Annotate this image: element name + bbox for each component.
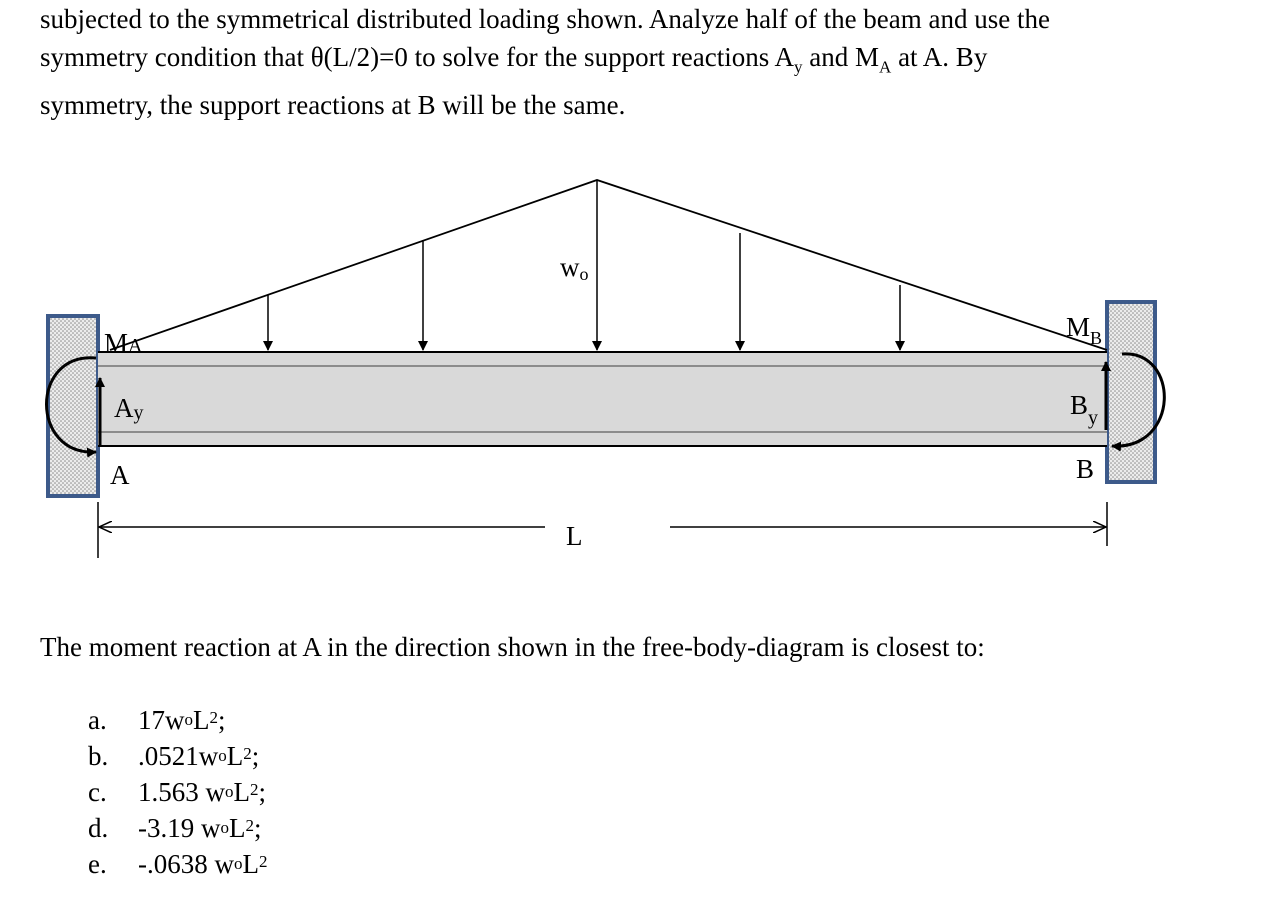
statement-line-1: subjected to the symmetrical distributed…	[40, 4, 1050, 34]
right-wall-support	[1105, 300, 1157, 484]
reaction-by-label: By	[1070, 390, 1098, 429]
moment-b-arc	[1111, 352, 1166, 452]
load-arrows	[263, 180, 905, 351]
reaction-ay-label: Ay	[114, 393, 144, 424]
load-intensity-label: wo	[560, 252, 589, 284]
point-b-label: B	[1076, 454, 1094, 484]
span-label: L	[566, 521, 583, 551]
moment-b-label: MB	[1066, 312, 1102, 348]
span-dimension	[97, 502, 1108, 558]
left-wall-support	[46, 314, 100, 498]
moment-a-label: MA	[104, 328, 143, 358]
point-a-label: A	[110, 460, 130, 490]
beam	[98, 351, 1107, 447]
moment-a-arc	[45, 356, 97, 458]
free-body-diagram: wo MA MB Ay By A B L	[45, 179, 1166, 558]
question-text: The moment reaction at A in the directio…	[40, 632, 985, 662]
distributed-load-outline	[109, 179, 1108, 351]
statement-line-3: symmetry, the support reactions at B wil…	[40, 90, 626, 121]
problem-statement: subjected to the symmetrical distributed…	[40, 0, 1265, 124]
statement-line-2: symmetry condition that θ(L/2)=0 to solv…	[40, 42, 988, 77]
